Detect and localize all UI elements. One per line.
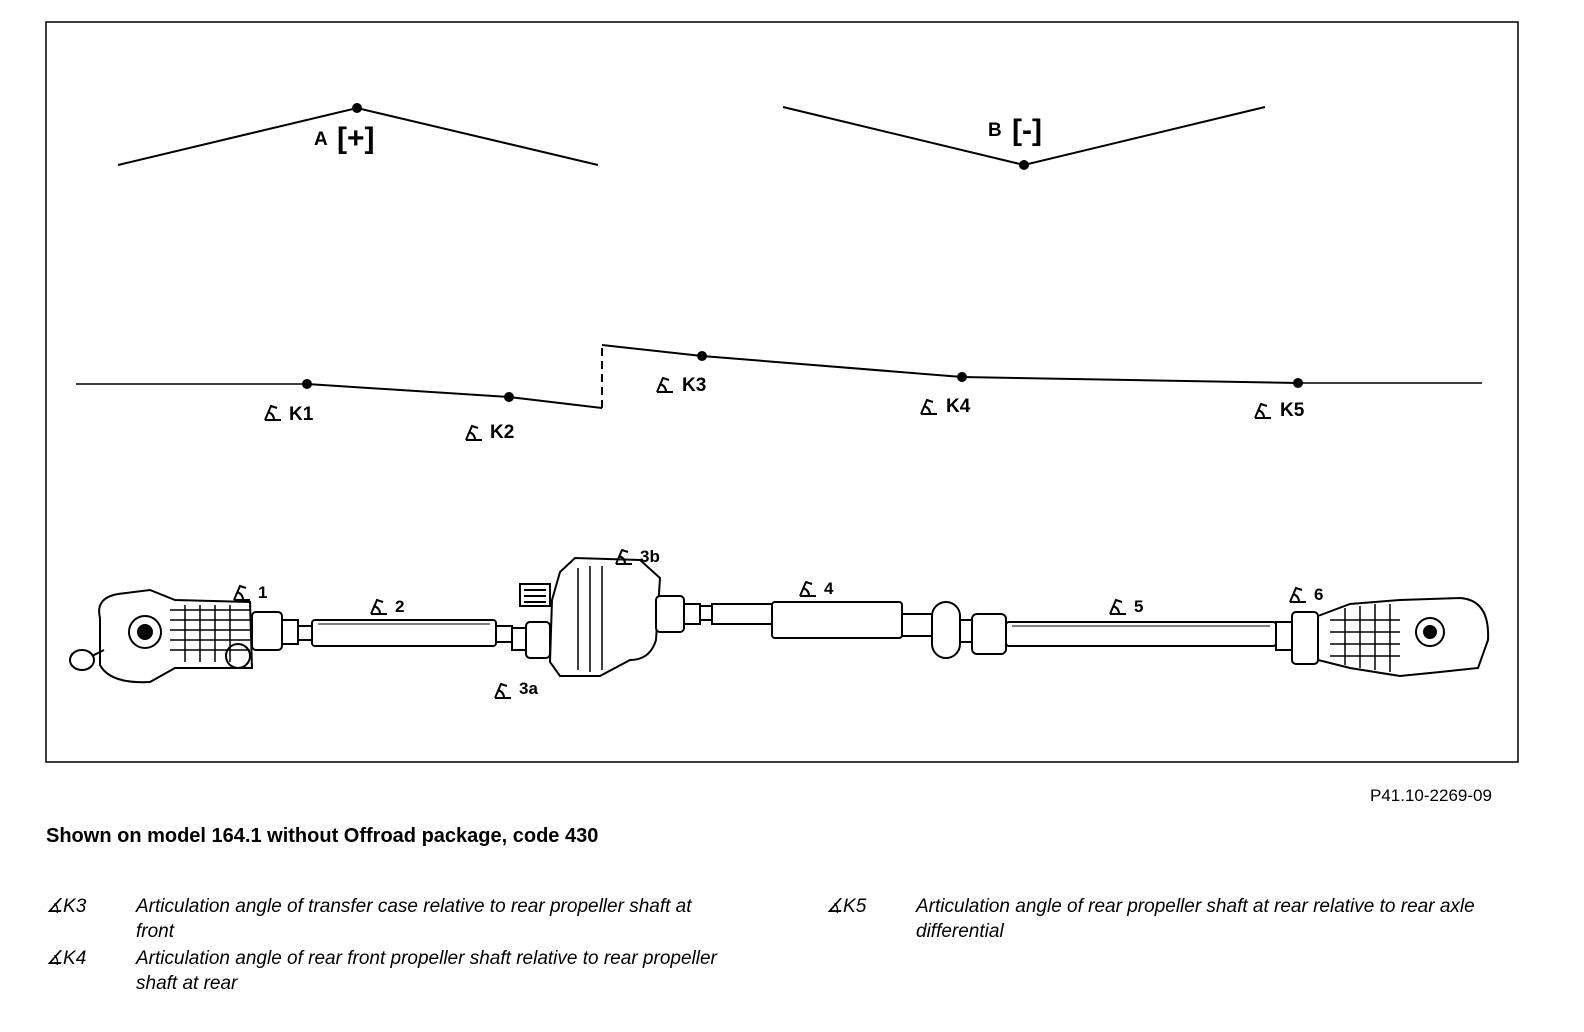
k-label: K4 — [946, 396, 971, 417]
legend-text: Articulation angle of transfer case rela… — [136, 896, 692, 942]
k-label: K2 — [490, 422, 514, 443]
front-axle-differential — [69, 588, 254, 684]
legend-symbol: ∡K5 — [826, 896, 867, 917]
transfer-case — [519, 556, 662, 677]
driveline-schematic: K1 K2 K3 K4 K5 — [76, 344, 1482, 443]
label-a-sign: [+] — [337, 122, 375, 155]
angle-icon — [799, 581, 817, 597]
legend-symbol: ∡K3 — [46, 896, 87, 917]
angle-icon — [1254, 403, 1272, 419]
joint-label: 3a — [519, 679, 538, 698]
center-bearing — [931, 601, 961, 659]
angle-icon — [1289, 587, 1307, 603]
angle-icon — [920, 399, 938, 415]
joint-label: 1 — [258, 583, 267, 602]
joint-label: 6 — [1314, 585, 1323, 604]
k-label: K3 — [682, 375, 706, 396]
drivetrain-drawing — [69, 556, 1490, 684]
angle-sketch-a: A [+] — [117, 103, 599, 166]
k-label: K1 — [289, 404, 314, 425]
angle-icon — [494, 683, 512, 699]
figure-caption: Shown on model 164.1 without Offroad pac… — [46, 825, 599, 847]
rear-axle-differential — [1317, 596, 1490, 678]
joint-label: 4 — [824, 579, 834, 598]
joint-label: 3b — [640, 547, 660, 566]
angle-icon — [233, 585, 251, 601]
angle-icon — [264, 405, 282, 421]
rear-front-propeller-shaft — [711, 603, 773, 625]
angle-icon — [656, 377, 674, 393]
label-a: A — [314, 129, 328, 150]
joint-label: 5 — [1134, 597, 1143, 616]
angle-icon — [370, 599, 388, 615]
legend-symbol: ∡K4 — [46, 948, 87, 969]
legend-text: Articulation angle of rear propeller sha… — [916, 896, 1475, 942]
diagram-frame — [45, 21, 1519, 763]
label-b: B — [988, 120, 1002, 141]
joint-labels: 1 2 3a 3b 4 5 6 — [233, 547, 1323, 699]
label-b-sign: [-] — [1012, 114, 1042, 147]
figure-reference: P41.10-2269-09 — [1370, 786, 1492, 805]
k-label: K5 — [1280, 400, 1305, 421]
angle-sketch-b: B [-] — [782, 106, 1266, 170]
angle-icon — [465, 425, 483, 441]
angle-icon — [1109, 599, 1127, 615]
legend-text: Articulation angle of rear front propell… — [136, 948, 717, 994]
joint-label: 2 — [395, 597, 404, 616]
